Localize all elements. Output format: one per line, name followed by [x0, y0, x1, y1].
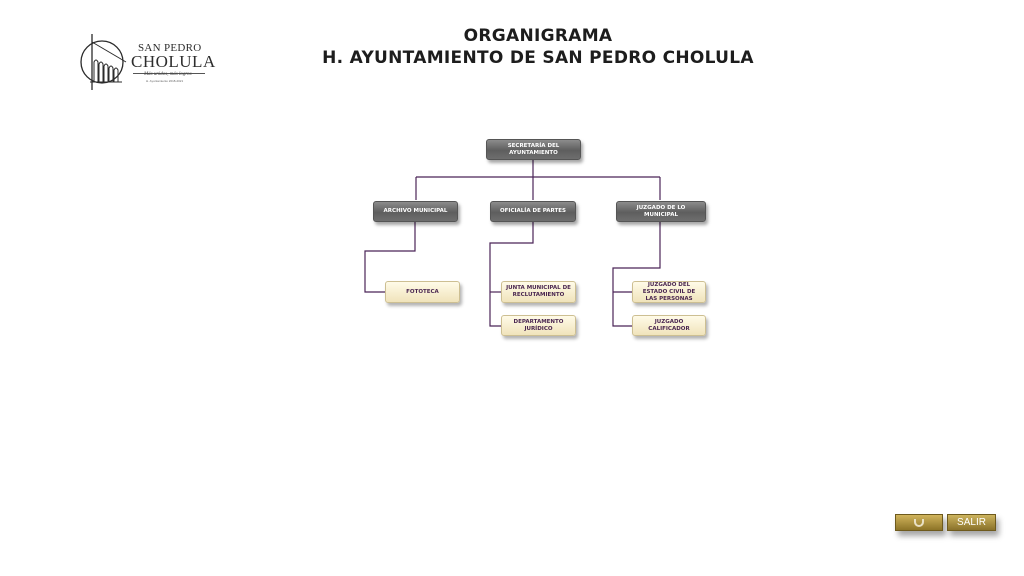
logo-divider — [133, 73, 205, 74]
connector-fototeca — [364, 222, 416, 293]
pyramid-church-icon — [80, 34, 127, 90]
back-button[interactable] — [895, 514, 943, 531]
page-title: ORGANIGRAMA — [463, 26, 613, 46]
org-node-fototeca: FOTOTECA — [385, 281, 460, 303]
logo-text-san-pedro: SAN PEDRO — [138, 42, 202, 54]
org-node-departamento-juridico: DEPARTAMENTO JURÍDICO — [501, 315, 576, 336]
org-node-juzgado-calificador: JUZGADO CALIFICADOR — [632, 315, 706, 336]
org-node-oficialia-partes: OFICIALÍA DE PARTES — [490, 201, 576, 222]
san-pedro-cholula-logo: SAN PEDRO CHOLULA Más unidos, más logros… — [78, 32, 216, 92]
logo-tagline: Más unidos, más logros — [144, 72, 192, 77]
org-node-juzgado-municipal: JUZGADO DE LO MUNICIPAL — [616, 201, 706, 222]
logo-subtext: H. Ayuntamiento 2018-2021 — [146, 79, 184, 83]
connector-departamento — [489, 222, 534, 327]
org-node-secretaria: SECRETARÍA DEL AYUNTAMIENTO — [486, 139, 581, 160]
org-node-juzgado-civil: JUZGADO DEL ESTADO CIVIL DE LAS PERSONAS — [632, 281, 706, 303]
logo-text-cholula: CHOLULA — [131, 52, 216, 71]
org-node-junta-reclutamiento: JUNTA MUNICIPAL DE RECLUTAMIENTO — [501, 281, 576, 303]
exit-button[interactable]: SALIR — [947, 514, 996, 531]
page-subtitle: H. AYUNTAMIENTO DE SAN PEDRO CHOLULA — [322, 48, 754, 68]
connector-calificador — [612, 222, 661, 327]
u-turn-icon — [914, 518, 924, 527]
org-node-archivo-municipal: ARCHIVO MUNICIPAL — [373, 201, 458, 222]
